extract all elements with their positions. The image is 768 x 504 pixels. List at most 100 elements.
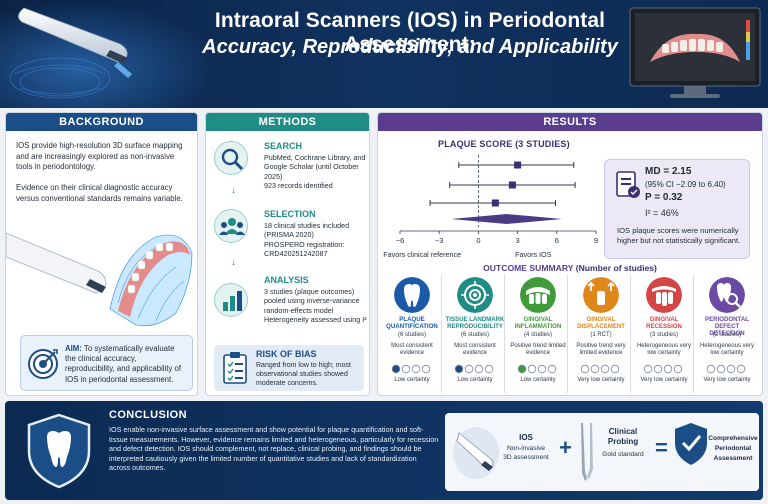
intraoral-scanner-icon xyxy=(9,7,132,99)
aim-box: AIM: To systematically evaluate the clin… xyxy=(20,335,193,391)
outcome-count: (3 studies) xyxy=(649,332,678,338)
selection-line-1: 18 clinical studies included (PRISMA 202… xyxy=(264,221,350,240)
x-tick-label: 9 xyxy=(594,236,598,245)
periodontal-probe-icon xyxy=(581,423,593,481)
search-title: SEARCH xyxy=(264,141,303,151)
displacement-icon xyxy=(583,277,619,313)
plaque-score-title: PLAQUE SCORE (3 STUDIES) xyxy=(438,139,570,149)
main-subtitle: Accuracy, Reproducibility, and Applicabi… xyxy=(202,36,618,58)
recession-icon xyxy=(646,277,682,313)
ios-label: IOS xyxy=(519,433,533,442)
outcome-card: PERIODONTAL DEFECT DETECTION(2 studies) H… xyxy=(697,275,757,393)
favors-left-label: Favors clinical reference xyxy=(383,250,461,259)
certainty-dot xyxy=(547,364,557,374)
certainty-rating xyxy=(580,364,620,374)
monitor-scan-icon xyxy=(629,7,761,98)
outcome-summary-title: OUTCOME SUMMARY (Number of studies) xyxy=(378,263,762,273)
outcome-name: GINGIVAL RECESSION xyxy=(646,316,682,331)
arrow-down-icon: ↓ xyxy=(231,257,236,268)
certainty-dot xyxy=(673,364,683,374)
complementary-assessment-flow: IOS Non-invasive 3D assessment + Clinica… xyxy=(445,413,759,491)
certainty-rating xyxy=(706,364,746,374)
outcome-evidence: Most consistent evidence xyxy=(454,343,496,357)
certainty-dot xyxy=(580,364,590,374)
outcome-name: GINGIVAL DISPLACEMENT xyxy=(576,316,626,331)
methods-heading: METHODS xyxy=(206,113,369,131)
search-line-2: 923 records identified xyxy=(264,181,333,191)
analysis-line-2: Heterogeneity assessed using I² xyxy=(264,315,367,325)
background-paragraph-2: Evidence on their clinical diagnostic ac… xyxy=(16,183,183,203)
outcome-certainty: Very low certainty xyxy=(703,377,751,383)
clipboard-icon xyxy=(223,352,247,384)
study-estimate-marker xyxy=(491,199,499,207)
background-heading: BACKGROUND xyxy=(6,113,197,131)
outcome-card: TISSUE LANDMARK REPRODUCIBILITY(6 studie… xyxy=(445,275,505,393)
study-estimate-marker xyxy=(514,161,522,169)
conclusion-text: IOS enable non-invasive surface assessme… xyxy=(109,425,439,473)
outcome-certainty: Low certainty xyxy=(394,377,430,383)
tooth-shield-icon xyxy=(27,413,91,489)
outcome-certainty: Very low certainty xyxy=(640,377,688,383)
outcome-evidence: Most consistent evidence xyxy=(391,343,433,357)
method-step-search: SEARCH PubMed, Cochrane Library, and Goo… xyxy=(214,141,365,201)
method-step-analysis: ANALYSIS 3 studies (plaque outcomes) poo… xyxy=(214,275,367,341)
certainty-rating xyxy=(643,364,683,374)
magnifier-icon xyxy=(214,141,248,175)
certainty-dot xyxy=(454,364,464,374)
certainty-dot xyxy=(726,364,736,374)
outcome-summary-subtitle: (Number of studies) xyxy=(575,263,657,273)
certainty-dot xyxy=(537,364,547,374)
outcome-name: PERIODONTAL DEFECT DETECTION xyxy=(705,316,749,338)
meta-analysis-summary-box: MD = 2.15 (95% CI −2.09 to 6.40) P = 0.3… xyxy=(604,159,750,259)
aim-description: To systematically evaluate the clinical … xyxy=(65,344,182,384)
certainty-dot xyxy=(663,364,673,374)
certainty-dot xyxy=(391,364,401,374)
risk-title: RISK OF BIAS xyxy=(256,349,317,359)
target-icon xyxy=(28,349,58,379)
certainty-dot xyxy=(590,364,600,374)
outcome-certainty: Low certainty xyxy=(457,377,493,383)
outcome-certainty: Very low certainty xyxy=(577,377,625,383)
outcome-name: GINGIVAL INFLAMMATION xyxy=(514,316,562,331)
certainty-dot xyxy=(517,364,527,374)
analysis-line-1: 3 studies (plaque outcomes) pooled using… xyxy=(264,287,360,315)
outcome-evidence: Heterogeneous very low certainty xyxy=(699,343,755,357)
outcome-summary-heading: OUTCOME SUMMARY xyxy=(483,263,574,273)
scanner-wand-icon xyxy=(453,427,499,479)
certainty-rating xyxy=(391,364,431,374)
outcome-count: (2 studies) xyxy=(712,332,741,338)
x-tick-label: 0 xyxy=(476,236,480,245)
conclusion-panel: CONCLUSION IOS enable non-invasive surfa… xyxy=(5,401,763,500)
target-icon xyxy=(457,277,493,313)
bar-chart-icon xyxy=(214,283,248,317)
outcome-evidence: Heterogeneous very low certainty xyxy=(636,343,692,357)
certainty-dot xyxy=(474,364,484,374)
certainty-dot xyxy=(736,364,746,374)
result-label-1: Comprehensive xyxy=(708,435,758,442)
outcome-count: (6 studies) xyxy=(460,332,489,338)
outcome-card: GINGIVAL RECESSION(3 studies) Heterogeneo… xyxy=(634,275,694,393)
selection-title: SELECTION xyxy=(264,209,316,219)
conclusion-heading: CONCLUSION xyxy=(109,409,187,421)
certainty-dot xyxy=(610,364,620,374)
outcome-count: (4 studies) xyxy=(523,332,552,338)
equals-sign: = xyxy=(655,435,668,460)
result-label-3: Assessment xyxy=(713,455,753,462)
certainty-rating xyxy=(454,364,494,374)
mean-difference: MD = 2.15 xyxy=(645,166,692,177)
certainty-dot xyxy=(653,364,663,374)
result-label-2: Periodontal xyxy=(714,445,752,452)
certainty-dot xyxy=(643,364,653,374)
ios-sub-2: 3D assessment xyxy=(503,454,549,461)
search-body: PubMed, Cochrane Library, and Google Sch… xyxy=(264,153,369,191)
certainty-rating xyxy=(517,364,557,374)
x-tick-label: −3 xyxy=(435,236,444,245)
outcome-certainty: Low certainty xyxy=(520,377,556,383)
risk-body: Ranged from low to high; most observatio… xyxy=(256,362,351,387)
risk-of-bias-box: RISK OF BIAS Ranged from low to high; mo… xyxy=(214,345,364,391)
outcome-card: GINGIVAL INFLAMMATION(4 studies)Positive… xyxy=(508,275,568,393)
outcome-name: TISSUE LANDMARK REPRODUCIBILITY xyxy=(445,316,505,331)
ios-sub-1: Non-invasive xyxy=(506,445,546,452)
